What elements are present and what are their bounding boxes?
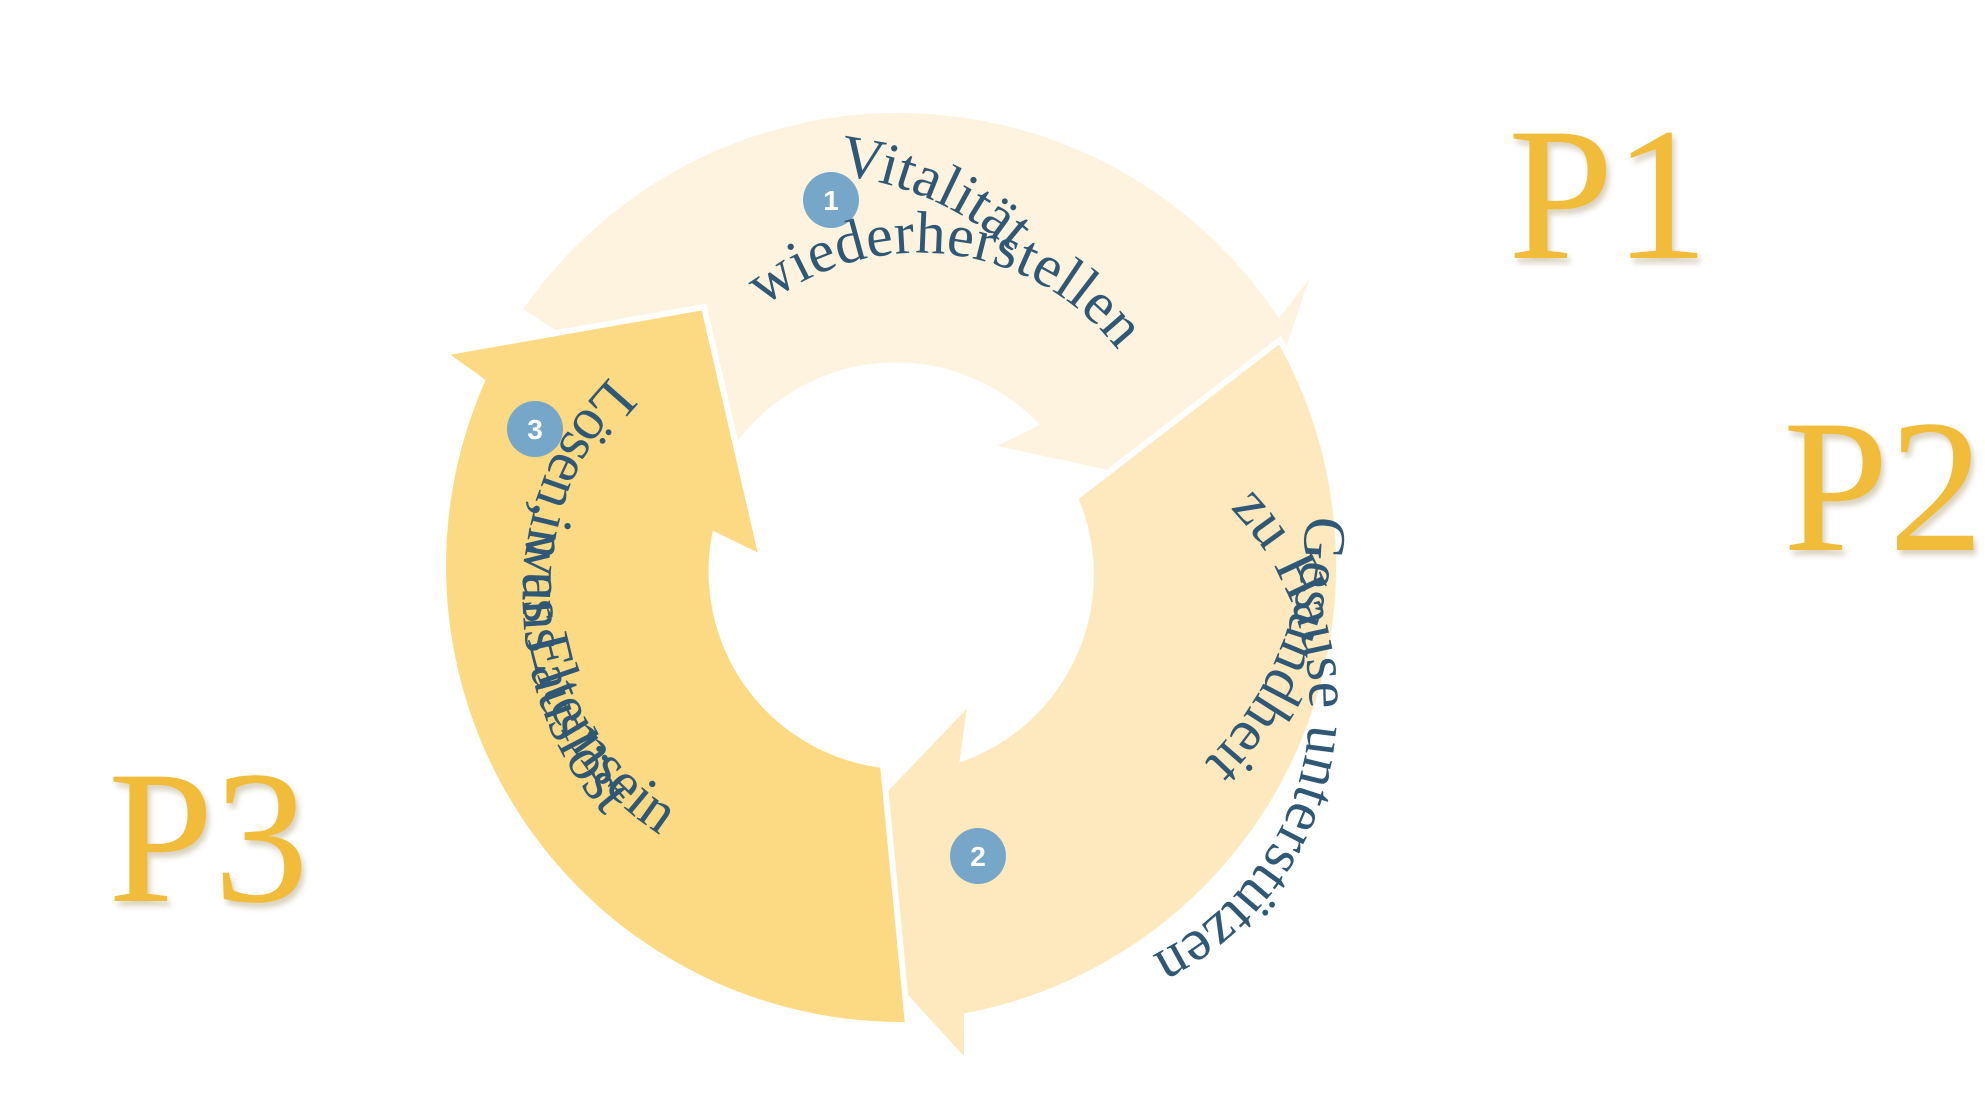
cycle-arrow-3	[435, 303, 912, 1029]
step-badge-2: 2	[950, 828, 1006, 884]
label-p2: P2	[1783, 382, 1984, 592]
svg-text:3: 3	[527, 414, 543, 445]
label-p1: P1	[1508, 90, 1709, 300]
step-badge-1: 1	[803, 172, 859, 228]
svg-text:1: 1	[823, 185, 839, 216]
step-badge-3: 3	[507, 401, 563, 457]
cycle-arrow-2	[794, 335, 1343, 1072]
svg-text:2: 2	[970, 841, 986, 872]
label-p3: P3	[108, 733, 309, 943]
